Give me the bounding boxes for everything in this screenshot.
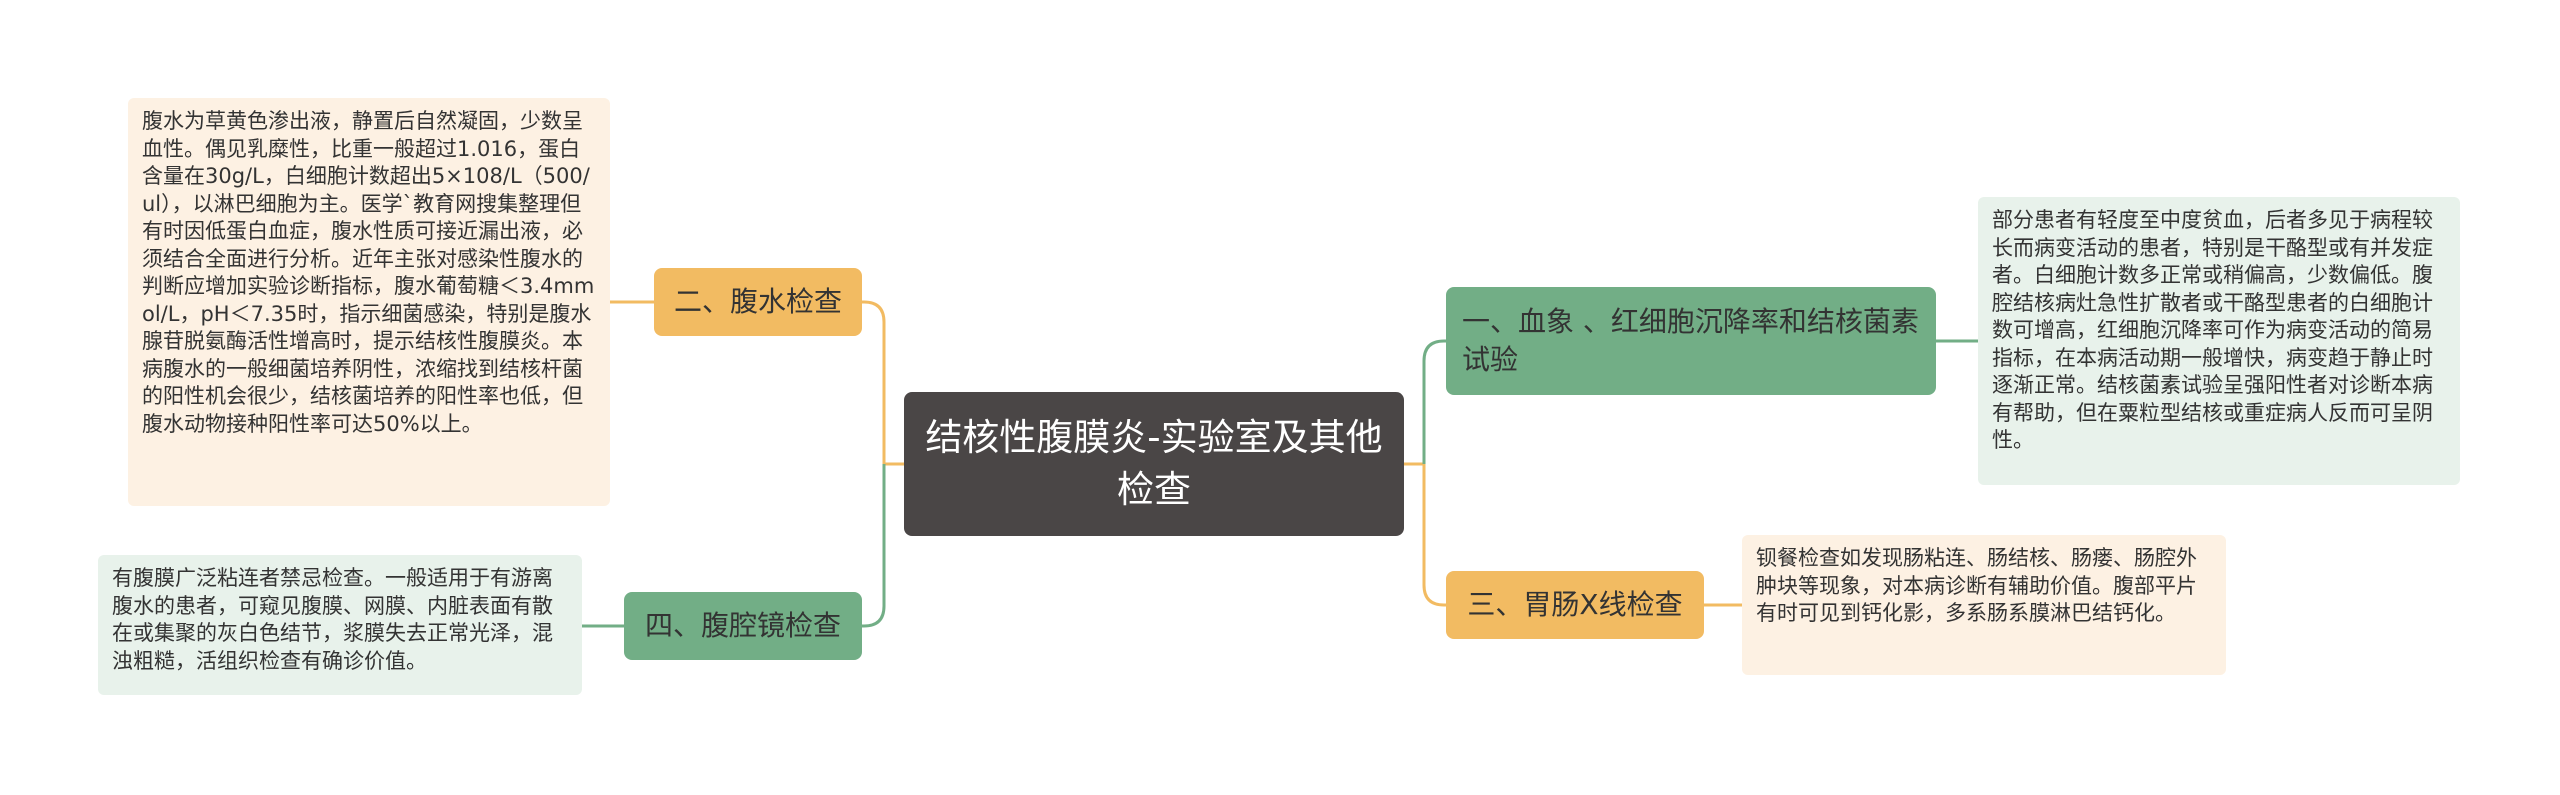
- leaf-text: 腹水为草黄色渗出液，静置后自然凝固，少数呈血性。偶见乳糜性，比重一般超过1.01…: [142, 109, 595, 436]
- leaf-text: 部分患者有轻度至中度贫血，后者多见于病程较长而病变活动的患者，特别是干酪型或有并…: [1992, 208, 2433, 452]
- connector-to-b4: [862, 464, 886, 628]
- root-title: 结核性腹膜炎-实验室及其他检查: [925, 416, 1383, 511]
- branch-label: 一、血象 、红细胞沉降率和结核菌素试验: [1462, 305, 1919, 376]
- leaf-laparoscopy-detail[interactable]: 有腹膜广泛粘连者禁忌检查。一般适用于有游离腹水的患者，可窥见腹膜、网膜、内脏表面…: [98, 555, 582, 695]
- leaf-text: 钡餐检查如发现肠粘连、肠结核、肠瘘、肠腔外肿块等现象，对本病诊断有辅助价值。腹部…: [1756, 546, 2197, 625]
- branch-label: 三、胃肠X线检查: [1467, 588, 1683, 621]
- connector-to-b1: [1422, 339, 1446, 464]
- branch-label: 二、腹水检查: [673, 285, 842, 318]
- branch-label: 四、腹腔镜检查: [644, 609, 841, 642]
- leaf-text: 有腹膜广泛粘连者禁忌检查。一般适用于有游离腹水的患者，可窥见腹膜、网膜、内脏表面…: [112, 566, 553, 673]
- leaf-blood-test-detail[interactable]: 部分患者有轻度至中度贫血，后者多见于病程较长而病变活动的患者，特别是干酪型或有并…: [1978, 197, 2460, 485]
- branch-ascites-test[interactable]: 二、腹水检查: [654, 268, 862, 336]
- branch-laparoscopy[interactable]: 四、腹腔镜检查: [624, 592, 862, 660]
- branch-blood-test[interactable]: 一、血象 、红细胞沉降率和结核菌素试验: [1446, 287, 1936, 395]
- root-topic[interactable]: 结核性腹膜炎-实验室及其他检查: [904, 392, 1404, 536]
- connector-to-b3: [1422, 464, 1446, 607]
- leaf-ascites-detail[interactable]: 腹水为草黄色渗出液，静置后自然凝固，少数呈血性。偶见乳糜性，比重一般超过1.01…: [128, 98, 610, 506]
- connector-to-b2: [862, 300, 886, 464]
- leaf-xray-detail[interactable]: 钡餐检查如发现肠粘连、肠结核、肠瘘、肠腔外肿块等现象，对本病诊断有辅助价值。腹部…: [1742, 535, 2226, 675]
- branch-xray-test[interactable]: 三、胃肠X线检查: [1446, 571, 1704, 639]
